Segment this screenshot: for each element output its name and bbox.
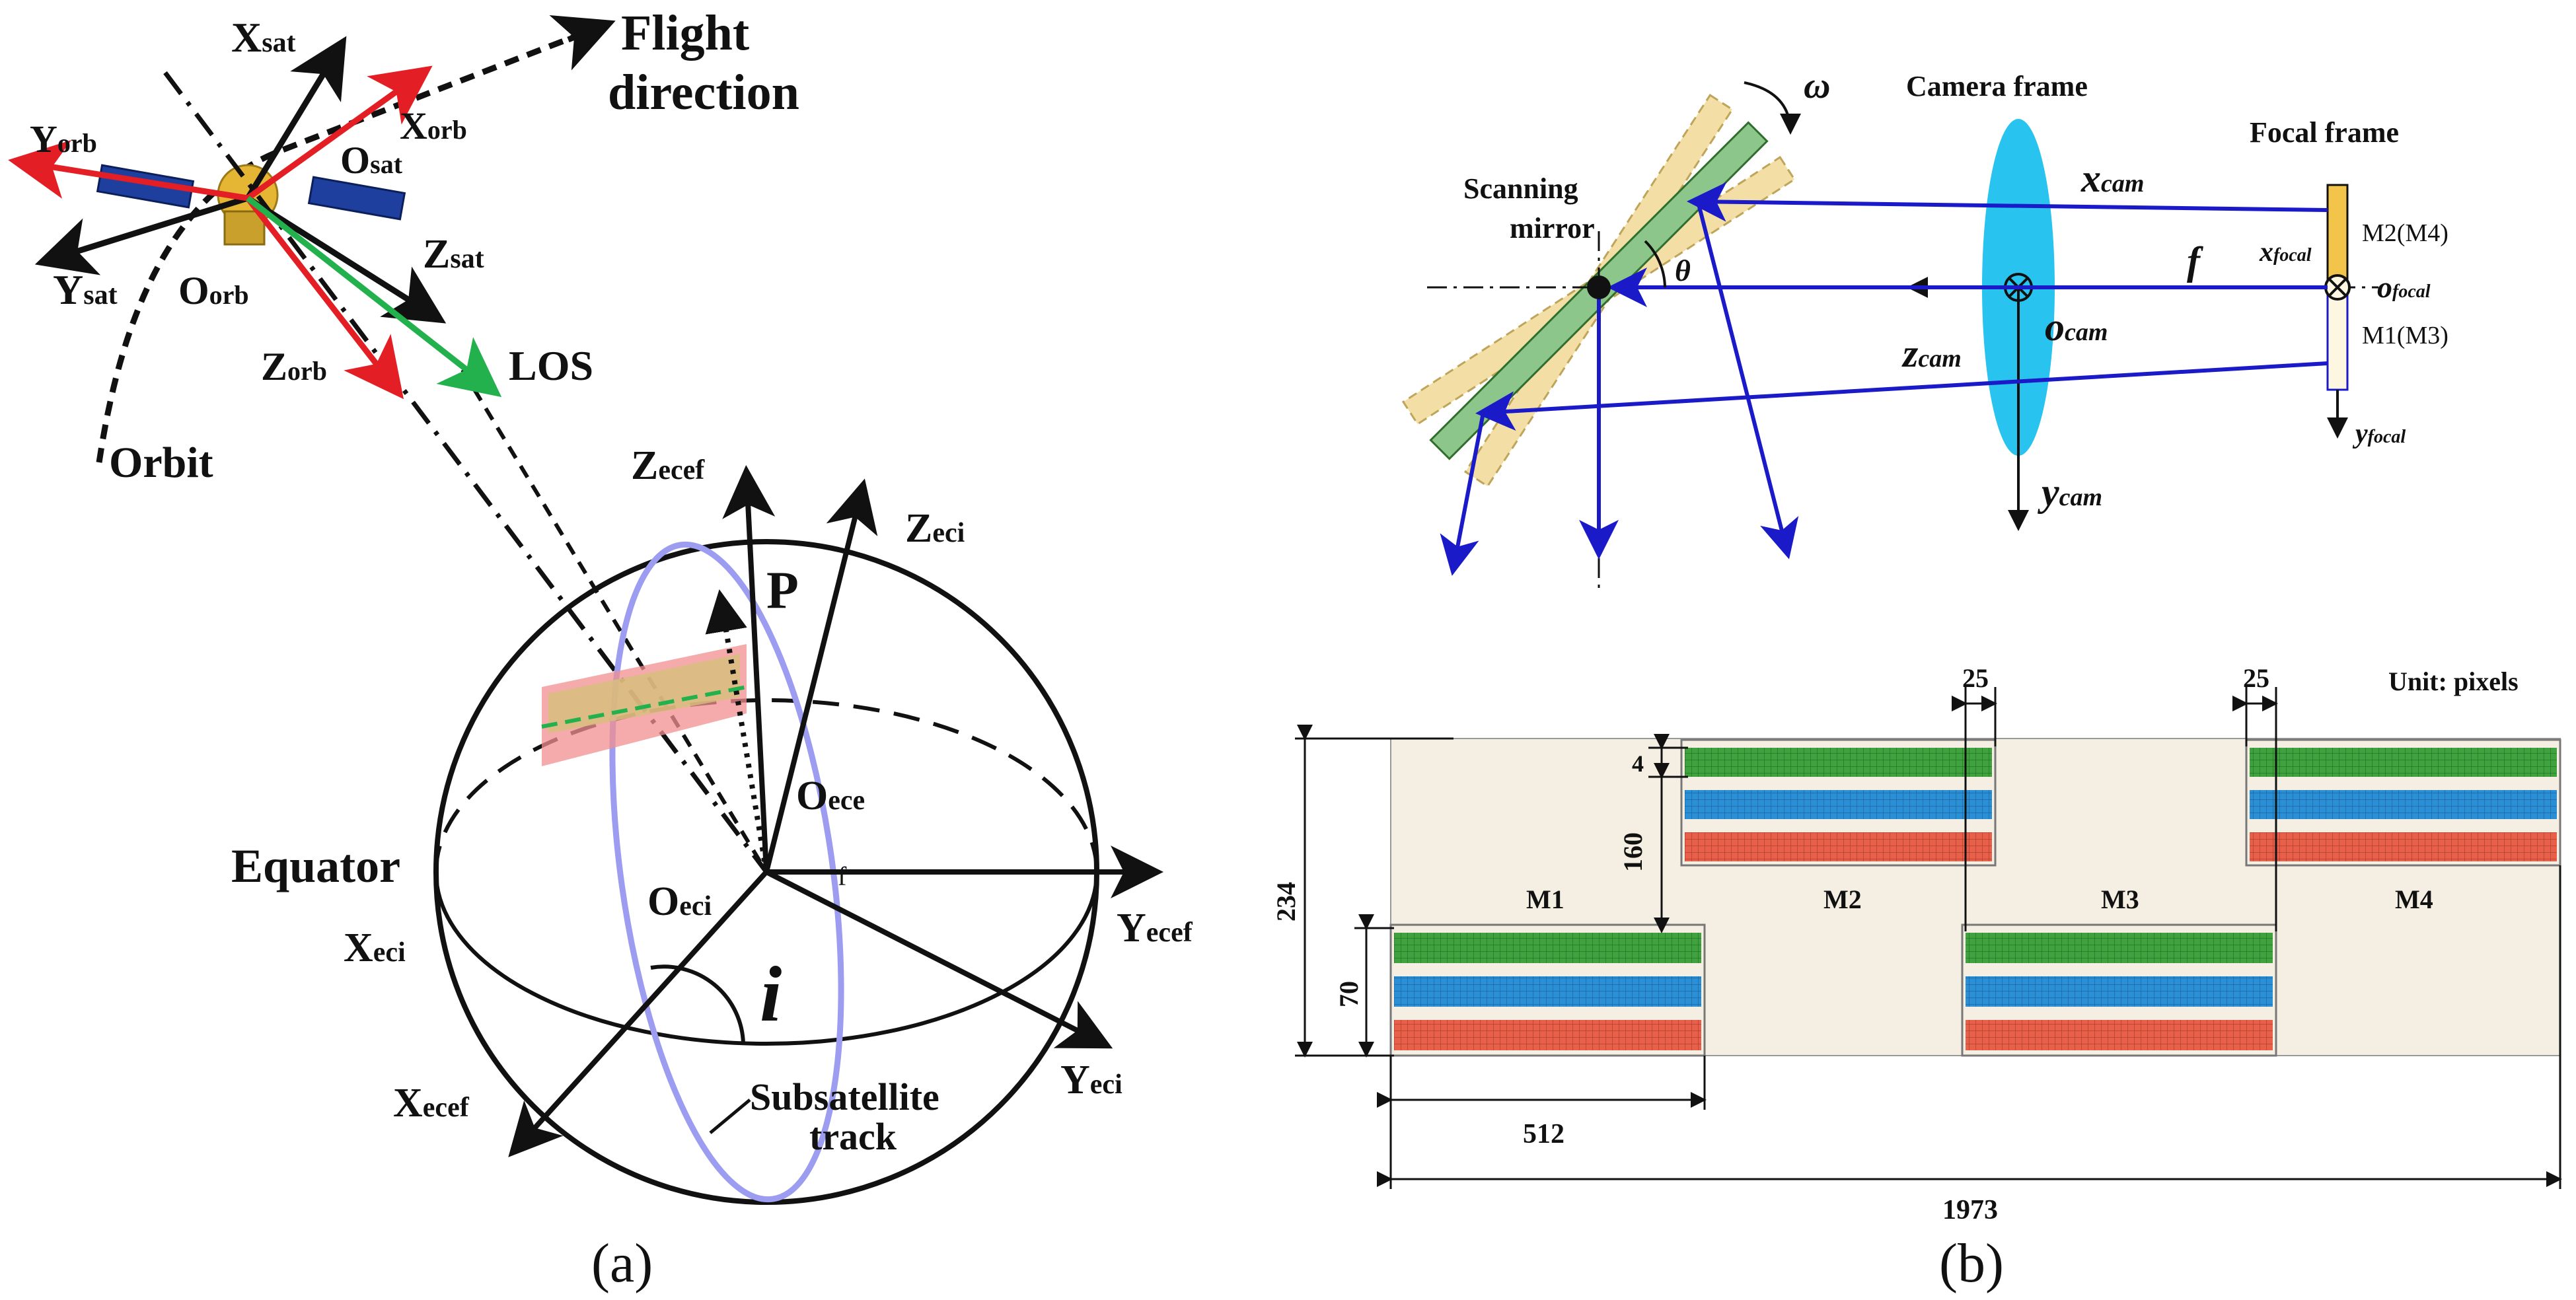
footprint — [541, 644, 747, 766]
panel-b-optics: ω Camera frame Focal frame Scanning mirr… — [1401, 65, 2448, 595]
y-cam-label: ycam — [2038, 470, 2102, 514]
track-pointer — [709, 1099, 751, 1134]
small-f-label: f — [838, 861, 847, 891]
dim-gap-2: 25 — [2243, 663, 2269, 693]
module-m4 — [2245, 739, 2561, 867]
module-label-m4: M4 — [2395, 885, 2433, 914]
theta-label: θ — [1675, 254, 1691, 287]
module-m1 — [1389, 923, 1706, 1057]
y-orb-axis — [8, 139, 248, 201]
equator-front — [434, 871, 1099, 1046]
los-arrow — [246, 196, 502, 398]
z-orb-label: Zorb — [261, 345, 327, 388]
unit-label: Unit: pixels — [2388, 667, 2519, 696]
caption-b: (b) — [1939, 1233, 2004, 1294]
focal-frame-label: Focal frame — [2250, 116, 2399, 149]
z-orb-axis — [245, 196, 404, 400]
x-focal-label: xfocal — [2259, 237, 2312, 268]
o-sat-label: Osat — [340, 139, 403, 182]
omega-label: ω — [1804, 65, 1831, 106]
dim-module-height: 70 — [1334, 981, 1364, 1007]
x-ecef-label: Xecef — [393, 1081, 470, 1126]
z-sat-axis — [246, 196, 447, 324]
panel-a: Xsat Xorb Osat Yorb Ysat Oorb Zsat Zorb … — [8, 5, 1193, 1294]
flight-direction-label-1: Flight — [621, 5, 749, 61]
z-sat-label: Zsat — [423, 232, 484, 277]
ray-bottom-in — [1475, 361, 2328, 431]
o-eci-label: Oeci — [647, 879, 712, 924]
ray-top-out — [1696, 201, 1799, 560]
y-orb-label: Yorb — [30, 118, 97, 161]
omega-arrow — [1744, 81, 1801, 135]
dim-offset: 160 — [1618, 832, 1648, 872]
x-orb-label: Xorb — [400, 104, 467, 147]
y-eci-axis — [765, 869, 1113, 1049]
los-label: LOS — [509, 342, 593, 389]
z-eci-label: Zeci — [905, 506, 965, 551]
o-focal-label: ofocal — [2377, 270, 2431, 304]
x-eci-label: Xeci — [344, 925, 406, 970]
f-label: f — [2187, 239, 2203, 283]
theta-arc — [1644, 240, 1666, 288]
y-sat-label: Ysat — [53, 266, 118, 313]
focal-plane-bottom — [2326, 286, 2349, 391]
m1m3-label: M1(M3) — [2362, 322, 2448, 349]
panel-b-layout: Unit: pixels 25 25 4 160 234 70 512 1973… — [1271, 663, 2562, 1294]
p-vector — [705, 589, 769, 873]
z-ecef-label: Zecef — [631, 443, 705, 488]
inclination-arc — [650, 964, 745, 1044]
y-sat-axis — [34, 195, 249, 275]
equator-back — [434, 698, 1099, 873]
z-eci-axis — [764, 478, 878, 873]
y-ecef-label: Yecef — [1117, 906, 1193, 951]
x-ecef-axis — [508, 870, 768, 1157]
caption-a: (a) — [591, 1233, 653, 1294]
focal-plane-top — [2326, 184, 2349, 289]
module-label-m1: M1 — [1526, 885, 1564, 914]
scanning-mirror-label-2: mirror — [1510, 212, 1595, 244]
camera-frame-label: Camera frame — [1906, 70, 2088, 102]
inclination-label: i — [760, 950, 782, 1038]
orbit-label: Orbit — [109, 439, 213, 487]
o-orb-label: Oorb — [178, 269, 249, 312]
ray-bottom-out — [1440, 412, 1485, 576]
module-m3 — [1961, 923, 2277, 1057]
y-focal-label: yfocal — [2352, 419, 2406, 449]
dim-band: 4 — [1632, 750, 1644, 777]
p-label: P — [766, 561, 799, 620]
mirror-pivot — [1587, 275, 1611, 299]
dim-total-width: 1973 — [1942, 1195, 1998, 1225]
scanning-mirror-label-1: Scanning — [1463, 172, 1578, 205]
flight-arrow — [549, 15, 616, 71]
module-label-m3: M3 — [2101, 885, 2139, 914]
x-sat-label: Xsat — [231, 14, 296, 61]
m2m4-label: M2(M4) — [2362, 219, 2448, 247]
ray-top-in — [1687, 182, 2328, 222]
o-ece-label: Oece — [796, 774, 865, 818]
z-cam-label: zcam — [1901, 332, 1962, 375]
subsatellite-track — [609, 541, 844, 1203]
ground-line — [460, 369, 768, 873]
x-orb-axis — [246, 65, 433, 201]
subsatellite-track-label-2: track — [809, 1115, 897, 1158]
orbit-curve — [96, 23, 603, 463]
y-eci-label: Yeci — [1060, 1058, 1122, 1102]
dim-module-width: 512 — [1523, 1119, 1564, 1149]
x-sat-axis — [245, 36, 347, 200]
subsatellite-track-label-1: Subsatellite — [750, 1075, 939, 1118]
x-cam-label: xcam — [2080, 157, 2144, 200]
dim-gap-1: 25 — [1962, 663, 1989, 693]
o-cam-label: ocam — [2045, 305, 2108, 349]
module-m2 — [1680, 739, 1997, 867]
flight-direction-label-2: direction — [608, 65, 799, 120]
module-label-m2: M2 — [1823, 885, 1862, 914]
equator-label: Equator — [231, 840, 400, 892]
dim-height-total: 234 — [1271, 882, 1301, 921]
z-ecef-axis — [722, 465, 776, 873]
